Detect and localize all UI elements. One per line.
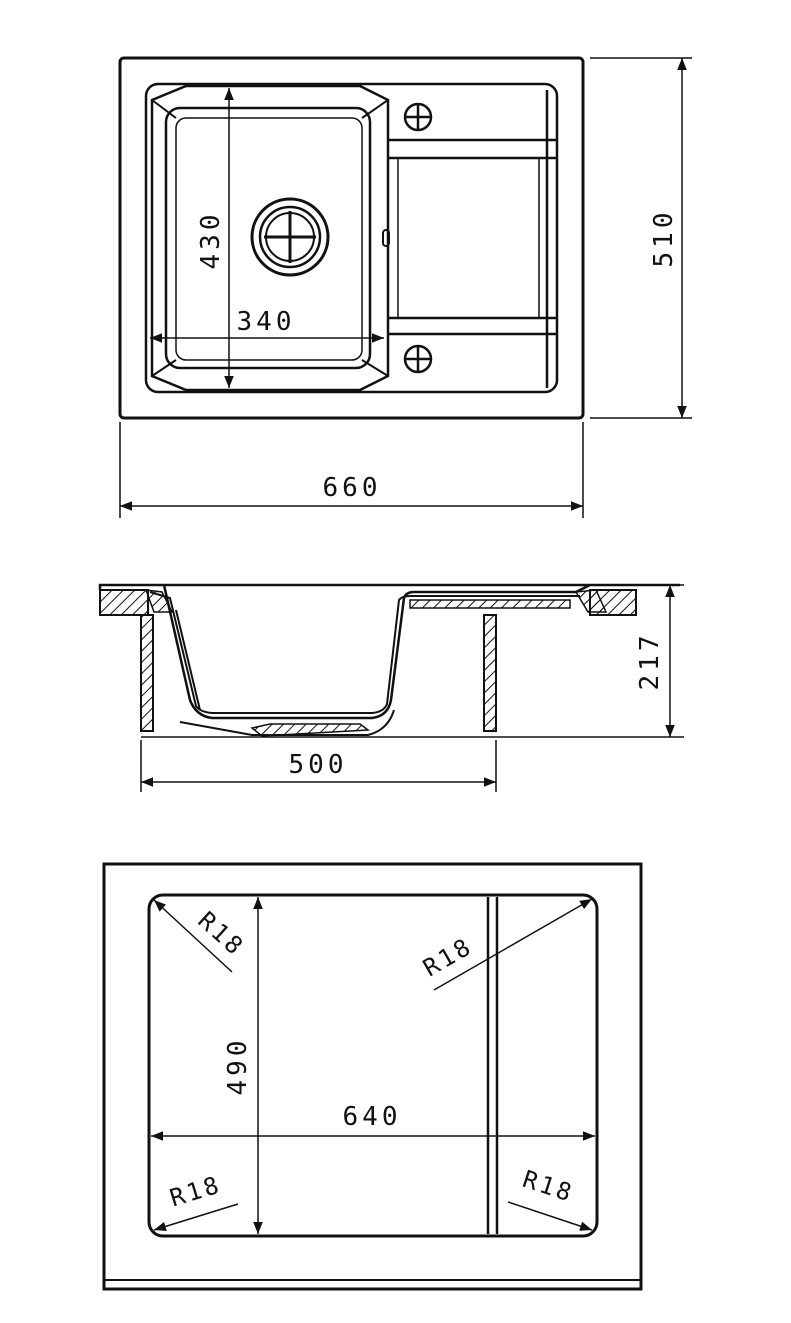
radius-label-bottom-left: R18 [167, 1170, 225, 1212]
side-view: 217 500 [98, 583, 684, 792]
rim-section-left [144, 589, 174, 613]
cutout-width-label: 500 [289, 750, 348, 780]
bevel-corner-line [361, 359, 389, 377]
depth-label: 217 [635, 632, 665, 691]
drainer-board [388, 90, 556, 388]
cutout-width-label: 640 [343, 1102, 402, 1132]
overflow-slot [382, 229, 390, 247]
height-label: 510 [649, 209, 679, 268]
drain-outlet [250, 723, 371, 737]
bowl-height-label: 430 [196, 211, 226, 270]
cutout-height-label: 490 [223, 1037, 253, 1096]
radius-leader-top-left [153, 899, 233, 973]
worktop-outline [102, 862, 643, 1291]
radius-leader-bottom-right [507, 1201, 593, 1231]
cabinet-wall-right [483, 614, 497, 732]
drainer-section [409, 599, 571, 609]
bowl-inner [164, 106, 372, 370]
bevel-corner-line [361, 99, 389, 119]
sink-inner-rim [144, 82, 559, 394]
radius-leader-top-right [433, 898, 593, 991]
tap-hole-icon [403, 102, 433, 132]
cutout-outline [147, 893, 599, 1238]
top-view: 430 340 660 510 [118, 56, 692, 518]
width-label: 660 [323, 473, 382, 503]
rim-section-right [574, 589, 608, 613]
drain-icon [250, 197, 330, 277]
bowl-width-label: 340 [237, 307, 296, 337]
bowl-floor [175, 117, 363, 361]
worktop-section-left [99, 589, 149, 616]
tap-hole-icon [403, 344, 433, 374]
radius-label-bottom-right: R18 [519, 1165, 577, 1208]
sink-bottom [175, 609, 395, 736]
radius-leader-bottom-left [153, 1203, 239, 1232]
sink-profile [98, 583, 680, 720]
radius-label-top-right: R18 [418, 932, 477, 982]
cabinet-wall-left [140, 614, 154, 732]
sink-outline [118, 56, 585, 420]
sink-profile-inner [149, 591, 580, 714]
bevel-corner-line [151, 359, 177, 377]
bevel-corner-line [151, 99, 177, 119]
radius-label-top-left: R18 [193, 906, 251, 962]
cutout-view: 490 640 R18 R18 R18 R18 [102, 862, 643, 1291]
